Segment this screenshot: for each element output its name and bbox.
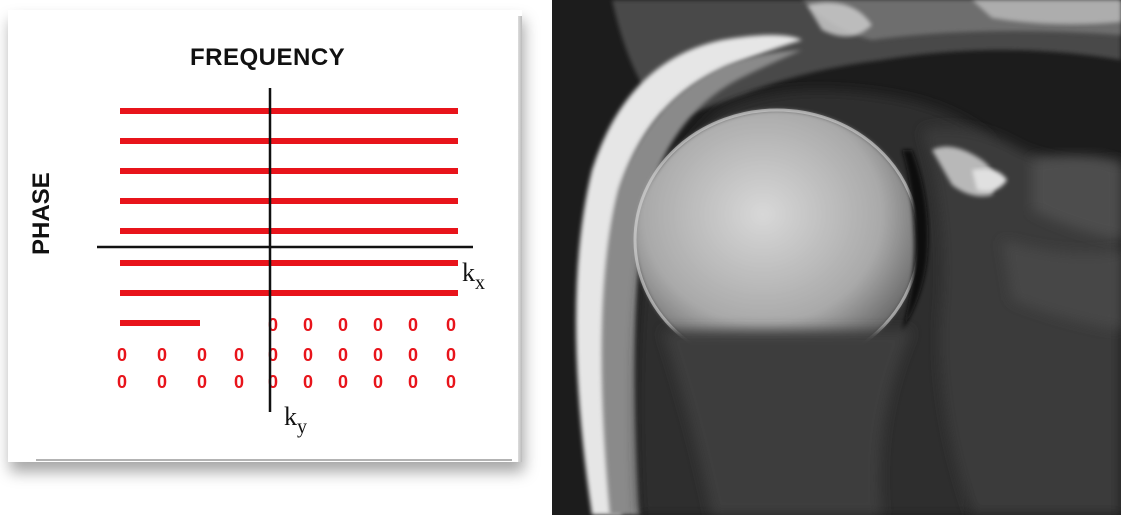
- frequency-label: FREQUENCY: [190, 44, 345, 72]
- zero-filled-point: 0: [303, 345, 313, 365]
- zero-filled-point: 0: [117, 372, 127, 392]
- zero-filled-point: 0: [197, 345, 207, 365]
- zero-filled-point: 0: [157, 345, 167, 365]
- kx-sub: x: [475, 272, 485, 294]
- zero-filled-point: 0: [446, 345, 456, 365]
- ky-axis-label: ky: [284, 402, 307, 432]
- ky-sub: y: [297, 416, 307, 438]
- zero-filled-point: 0: [234, 372, 244, 392]
- zero-filled-point: 0: [408, 345, 418, 365]
- zero-filled-point: 0: [408, 315, 418, 335]
- zero-filled-point: 0: [373, 345, 383, 365]
- zero-filled-point: 0: [303, 315, 313, 335]
- phase-label: PHASE: [28, 172, 56, 255]
- zero-filled-point: 0: [117, 345, 127, 365]
- zero-filled-point: 0: [338, 345, 348, 365]
- ky-main: k: [284, 402, 297, 431]
- zero-filled-point: 0: [197, 372, 207, 392]
- zero-filled-point: 0: [373, 372, 383, 392]
- zero-filled-point: 0: [338, 315, 348, 335]
- shoulder-mri-image: [552, 0, 1121, 515]
- zero-filled-point: 0: [338, 372, 348, 392]
- zero-filled-point: 0: [234, 345, 244, 365]
- zero-filled-point: 0: [408, 372, 418, 392]
- shoulder-mri-icon: [552, 0, 1121, 515]
- kx-axis-label: kx: [462, 258, 485, 288]
- zero-filled-point: 0: [373, 315, 383, 335]
- zero-filled-point: 0: [157, 372, 167, 392]
- zero-filled-point: 0: [446, 315, 456, 335]
- kx-main: k: [462, 258, 475, 287]
- zero-filled-point: 0: [303, 372, 313, 392]
- zero-filled-point: 0: [446, 372, 456, 392]
